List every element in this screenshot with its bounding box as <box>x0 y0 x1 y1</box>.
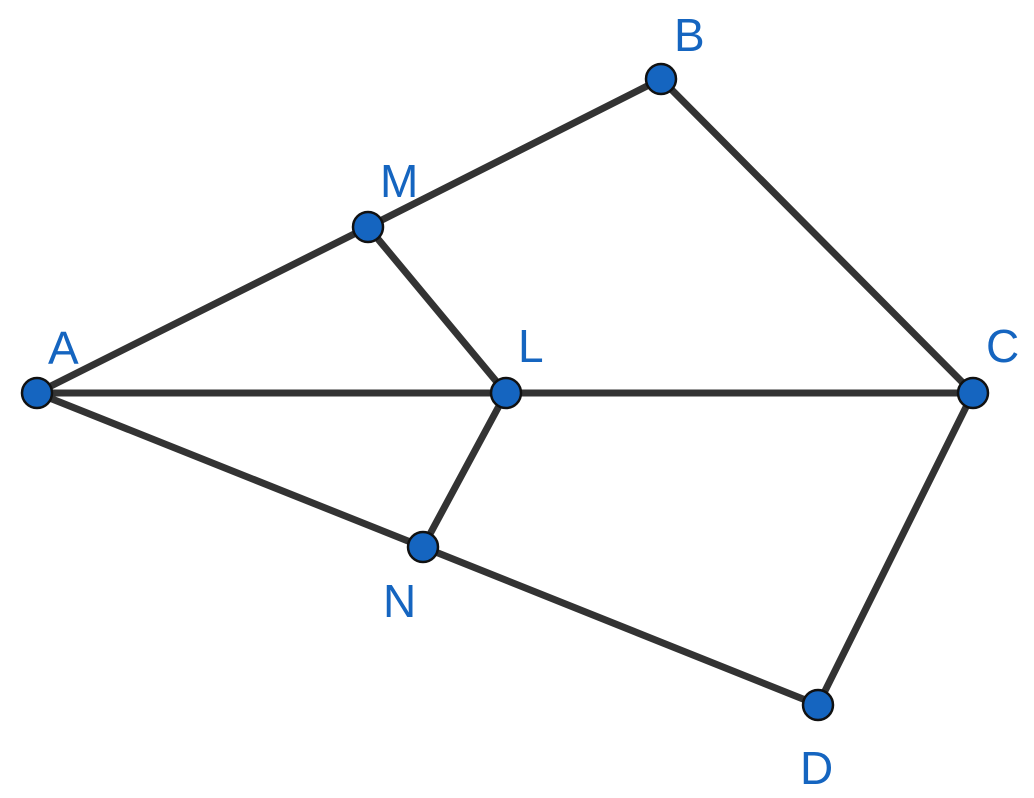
point-label-l: L <box>518 320 544 372</box>
point-a <box>20 376 54 410</box>
segment-ml <box>364 223 510 397</box>
segment-dn <box>419 543 822 709</box>
point-m <box>351 210 385 244</box>
segment-mb <box>364 75 665 231</box>
segment-am <box>33 223 372 397</box>
point-label-m: M <box>380 155 418 207</box>
point-label-n: N <box>383 575 416 627</box>
point-b <box>644 62 678 96</box>
segment-ln <box>419 389 510 551</box>
segment-na <box>33 389 427 551</box>
point-label-b: B <box>674 9 705 61</box>
point-c <box>956 376 990 410</box>
point-d <box>801 688 835 722</box>
segment-cd <box>814 389 977 709</box>
segments-group <box>33 75 977 709</box>
point-label-c: C <box>986 320 1019 372</box>
point-n <box>406 530 440 564</box>
segment-bc <box>657 75 977 397</box>
point-label-a: A <box>48 322 79 374</box>
points-group <box>20 62 990 722</box>
point-l <box>489 376 523 410</box>
labels-group: A B C D M L N <box>48 9 1019 794</box>
point-label-d: D <box>800 742 833 794</box>
